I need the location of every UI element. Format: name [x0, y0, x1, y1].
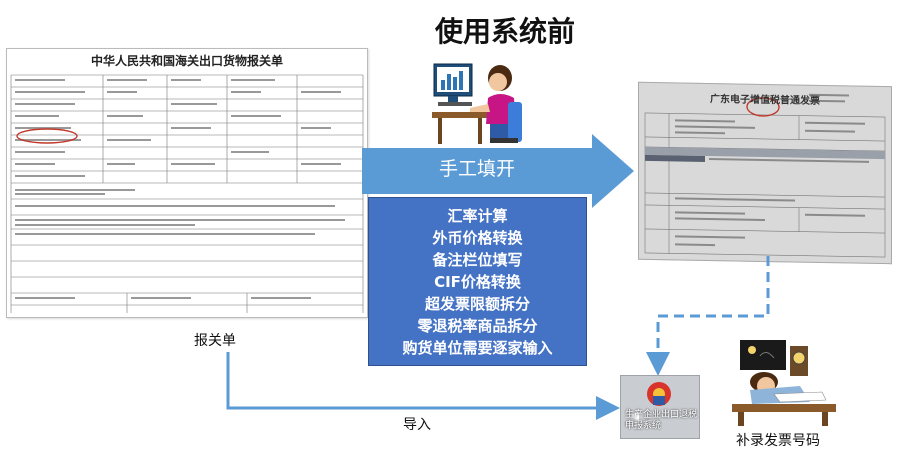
- task-item: 备注栏位填写: [432, 250, 523, 269]
- manual-fill-arrow: [362, 134, 634, 208]
- task-item: CIF价格转换: [434, 272, 521, 291]
- task-item: 汇率计算: [447, 206, 508, 225]
- record-invoice-label: 补录发票号码: [736, 433, 820, 449]
- system-logo-icon: [631, 382, 671, 422]
- manual-tasks-box: 汇率计算 外币价格转换 备注栏位填写 CIF价格转换 超发票限额拆分 零退税率商…: [368, 197, 587, 366]
- customs-declaration-document: 中华人民共和国海关出口货物报关单: [6, 48, 368, 318]
- document-heading: 中华人民共和国海关出口货物报关单: [90, 54, 283, 68]
- task-item: 零退税率商品拆分: [417, 316, 538, 335]
- task-item: 超发票限额拆分: [424, 294, 530, 313]
- invoice-form-lines: [644, 93, 886, 258]
- document-form-lines: [10, 74, 364, 313]
- import-label: 导入: [403, 417, 431, 433]
- customs-document-label: 报关单: [194, 333, 236, 349]
- page-title: 使用系统前: [434, 15, 575, 48]
- task-item: 购货单位需要逐家输入: [402, 338, 553, 357]
- task-item: 外币价格转换: [432, 228, 523, 247]
- tax-rebate-system-icon[interactable]: 生产企业出口退税申报系统: [620, 375, 700, 439]
- tired-worker-icon: [732, 340, 836, 426]
- vat-invoice-document: 广东电子增值税普通发票: [638, 81, 892, 265]
- person-computer-icon: [432, 63, 522, 144]
- system-icon-label: 生产企业出口退税申报系统: [625, 410, 698, 431]
- manual-fill-label: 手工填开: [438, 158, 515, 180]
